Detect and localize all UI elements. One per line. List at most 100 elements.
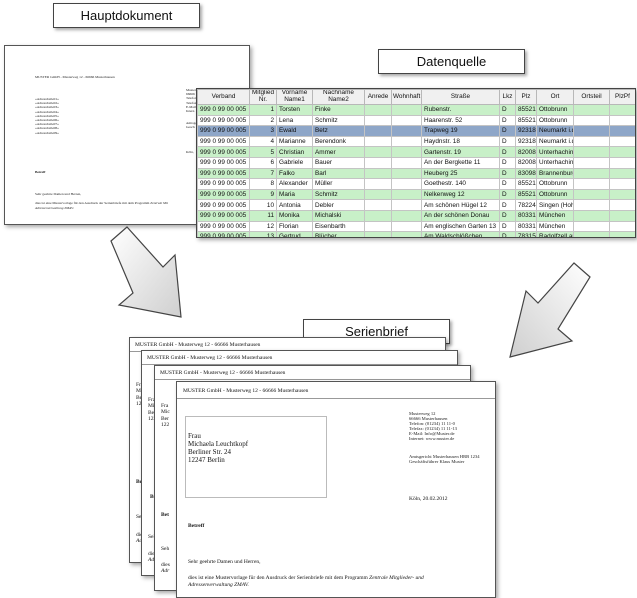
table-cell[interactable]: 82008 <box>515 146 537 158</box>
table-cell[interactable] <box>609 114 635 127</box>
table-cell[interactable]: Gabriele <box>276 156 313 169</box>
table-cell[interactable]: Trapweg 19 <box>421 125 500 137</box>
table-cell[interactable] <box>573 146 610 158</box>
table-cell[interactable] <box>609 178 635 190</box>
column-header[interactable]: Ort <box>536 89 574 105</box>
table-cell[interactable]: Lena <box>276 114 313 127</box>
table-cell[interactable] <box>609 188 635 201</box>
table-cell[interactable]: Ottobrunn <box>536 188 574 201</box>
table-cell[interactable]: Schmitz <box>312 188 365 201</box>
table-cell[interactable] <box>609 146 635 158</box>
table-cell[interactable] <box>573 231 610 237</box>
table-cell[interactable] <box>573 135 610 148</box>
table-cell[interactable] <box>391 209 422 222</box>
table-cell[interactable]: Ottobrunn <box>536 104 574 116</box>
column-header[interactable]: PlzPf <box>609 89 635 105</box>
table-cell[interactable] <box>391 199 422 211</box>
table-cell[interactable]: Barl <box>312 167 365 180</box>
table-cell[interactable] <box>573 156 610 169</box>
table-cell[interactable] <box>573 188 610 201</box>
table-cell[interactable]: 2 <box>249 114 277 127</box>
table-cell[interactable]: 12 <box>249 220 277 233</box>
table-cell[interactable] <box>364 220 392 233</box>
table-cell[interactable]: D <box>499 231 516 237</box>
table-cell[interactable] <box>391 188 422 201</box>
table-cell[interactable]: D <box>499 125 516 137</box>
table-cell[interactable] <box>609 231 635 237</box>
table-cell[interactable]: Brannenburg <box>536 167 574 180</box>
table-cell[interactable]: D <box>499 104 516 116</box>
table-cell[interactable]: 999 0 99 00 005 <box>197 114 250 127</box>
table-cell[interactable]: Antonia <box>276 199 313 211</box>
table-cell[interactable]: Müller <box>312 178 365 190</box>
column-header[interactable]: Wohnhaft <box>391 89 422 105</box>
table-cell[interactable] <box>609 199 635 211</box>
table-cell[interactable] <box>573 167 610 180</box>
table-cell[interactable]: Haarenstr. 52 <box>421 114 500 127</box>
table-cell[interactable]: 999 0 99 00 005 <box>197 178 250 190</box>
table-cell[interactable]: Ewald <box>276 125 313 137</box>
table-cell[interactable] <box>391 114 422 127</box>
table-cell[interactable]: München <box>536 209 574 222</box>
table-cell[interactable]: D <box>499 135 516 148</box>
table-cell[interactable]: D <box>499 199 516 211</box>
table-cell[interactable]: 999 0 99 00 005 <box>197 156 250 169</box>
table-cell[interactable]: Gartenstr. 19 <box>421 146 500 158</box>
table-cell[interactable] <box>573 209 610 222</box>
table-cell[interactable] <box>391 156 422 169</box>
table-cell[interactable] <box>364 231 392 237</box>
table-cell[interactable] <box>609 167 635 180</box>
table-cell[interactable]: Michalski <box>312 209 365 222</box>
table-cell[interactable]: Neumarkt i.d.OPf. <box>536 135 574 148</box>
table-cell[interactable]: Maria <box>276 188 313 201</box>
table-cell[interactable] <box>609 209 635 222</box>
table-cell[interactable]: 4 <box>249 135 277 148</box>
table-cell[interactable]: 1 <box>249 104 277 116</box>
table-cell[interactable] <box>364 104 392 116</box>
table-cell[interactable] <box>391 135 422 148</box>
table-cell[interactable]: 999 0 99 00 005 <box>197 220 250 233</box>
column-header[interactable]: Anrede <box>364 89 392 105</box>
column-header[interactable]: Lkz <box>499 89 516 105</box>
table-cell[interactable]: Berendonk <box>312 135 365 148</box>
table-cell[interactable] <box>364 146 392 158</box>
column-header[interactable]: Plz <box>515 89 537 105</box>
table-cell[interactable]: Am englischen Garten 13 <box>421 220 500 233</box>
table-cell[interactable]: D <box>499 209 516 222</box>
table-cell[interactable]: 10 <box>249 199 277 211</box>
column-header[interactable]: Vorname Name1 <box>276 89 313 105</box>
table-cell[interactable]: Unterhaching <box>536 156 574 169</box>
table-cell[interactable]: Finke <box>312 104 365 116</box>
table-cell[interactable]: D <box>499 167 516 180</box>
table-cell[interactable]: D <box>499 146 516 158</box>
table-cell[interactable] <box>391 231 422 237</box>
table-cell[interactable]: An der schönen Donau <box>421 209 500 222</box>
table-cell[interactable] <box>609 220 635 233</box>
table-cell[interactable]: Eisenbarth <box>312 220 365 233</box>
table-cell[interactable]: Debler <box>312 199 365 211</box>
table-cell[interactable]: 999 0 99 00 005 <box>197 135 250 148</box>
table-cell[interactable]: 999 0 99 00 005 <box>197 231 250 237</box>
table-cell[interactable]: Heuberg 25 <box>421 167 500 180</box>
table-cell[interactable] <box>364 188 392 201</box>
table-cell[interactable]: 92318 <box>515 125 537 137</box>
table-cell[interactable]: Bauer <box>312 156 365 169</box>
table-cell[interactable]: 83098 <box>515 167 537 180</box>
table-cell[interactable] <box>573 114 610 127</box>
table-cell[interactable]: Neumarkt i.d.OPf. <box>536 125 574 137</box>
table-cell[interactable]: 999 0 99 00 005 <box>197 146 250 158</box>
column-header[interactable]: Verband <box>197 89 250 105</box>
table-cell[interactable]: Ottobrunn <box>536 114 574 127</box>
table-cell[interactable]: 80331 <box>515 209 537 222</box>
table-cell[interactable] <box>364 156 392 169</box>
table-cell[interactable]: 999 0 99 00 005 <box>197 125 250 137</box>
